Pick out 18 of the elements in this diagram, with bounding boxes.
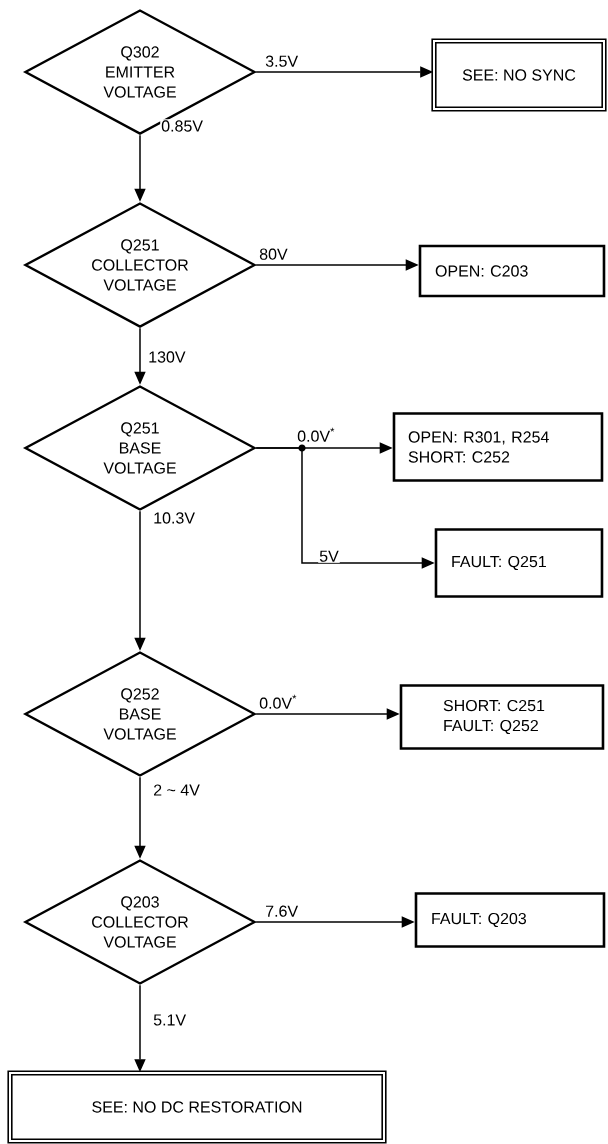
result-box: SHORT: C251 FAULT: Q252 (399, 684, 605, 750)
result-box: FAULT: Q251 (434, 528, 604, 598)
edge-label: 7.6V (264, 904, 300, 918)
reference-box: SEE: NO SYNC (431, 38, 607, 112)
edge-label: 80V (258, 247, 289, 261)
edge-label: 5.1V (152, 1013, 188, 1027)
result-box: OPEN: C203 (418, 244, 606, 298)
edge-label: 5V (318, 549, 340, 563)
result-box: OPEN: R301, R254 SHORT: C252 (392, 412, 604, 482)
result-box: FAULT: Q203 (414, 892, 606, 948)
edge-label: 10.3V (152, 511, 196, 525)
edge-label: 3.5V (264, 54, 300, 68)
edge-label: 130V (147, 350, 187, 364)
edge-label: 2 ~ 4V (152, 783, 201, 797)
edge-label: 0.0V$^{*}$ (258, 693, 298, 710)
edge-label: 0.0V$^{*}$ (296, 426, 336, 443)
edge-label: 0.85V (160, 119, 204, 133)
reference-box: SEE: NO DC RESTORATION (7, 1070, 387, 1144)
